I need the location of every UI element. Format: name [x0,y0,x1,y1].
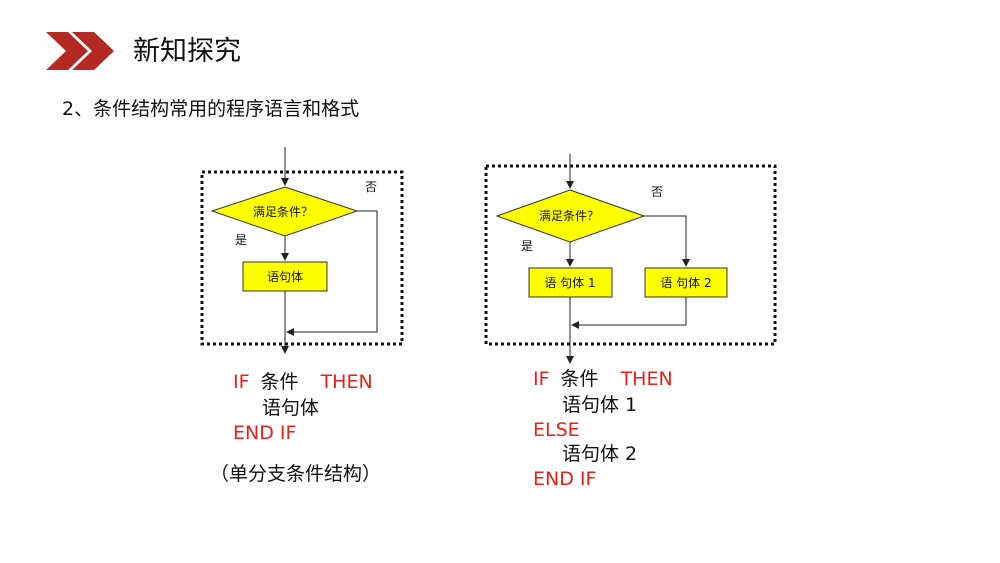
flowchart-single-branch: 满足条件？ 是 否 语句体 [200,147,404,354]
code-single-end-keyword: END IF [233,422,297,444]
flowchart-double-frame [484,164,777,346]
flowchart-single-body-label: 语句体 [267,270,303,284]
code-single-if-keyword: IF [233,371,250,393]
flowchart-single-body-box [242,261,328,292]
page-title: 新知探究 [133,36,241,67]
code-double-body1: 语句体 1 [562,394,638,416]
code-double-body2: 语句体 2 [562,443,638,465]
code-single-condition: 条件 [260,371,299,393]
code-double-if-keyword: IF [533,368,550,390]
flowchart-double-condition-label: 满足条件？ [539,209,599,223]
flowchart-single-condition-label: 满足条件？ [253,205,313,219]
flowchart-double-body1-label: 语 句体 1 [544,276,595,290]
code-double-line-if: IF 条件 THEN [533,367,673,391]
header-arrow-icon [46,32,114,70]
single-branch-caption: （单分支条件结构） [210,463,382,485]
code-double-then-keyword: THEN [620,368,673,390]
flowchart-double-body1-box [528,267,613,298]
flowchart-single-no-label: 否 [365,180,377,194]
code-double-else-keyword: ELSE [533,419,580,441]
flowchart-double-body2-label: 语 句体 2 [660,276,711,290]
flowchart-single-yes-label: 是 [235,233,247,247]
section-subtitle: 2、条件结构常用的程序语言和格式 [62,98,360,120]
code-single-line-if: IF 条件 THEN [233,370,373,394]
code-single-body: 语句体 [262,397,320,419]
flowchart-double-yes-label: 是 [521,239,533,253]
flowchart-double-branch: 满足条件？ 是 否 语 句体 1 语 句体 2 [484,154,777,364]
code-double-end-keyword: END IF [533,468,597,490]
code-single-then-keyword: THEN [320,371,373,393]
flowchart-double-no-label: 否 [651,185,663,199]
code-double-condition: 条件 [560,368,599,390]
flowchart-double-body2-box [644,267,728,298]
